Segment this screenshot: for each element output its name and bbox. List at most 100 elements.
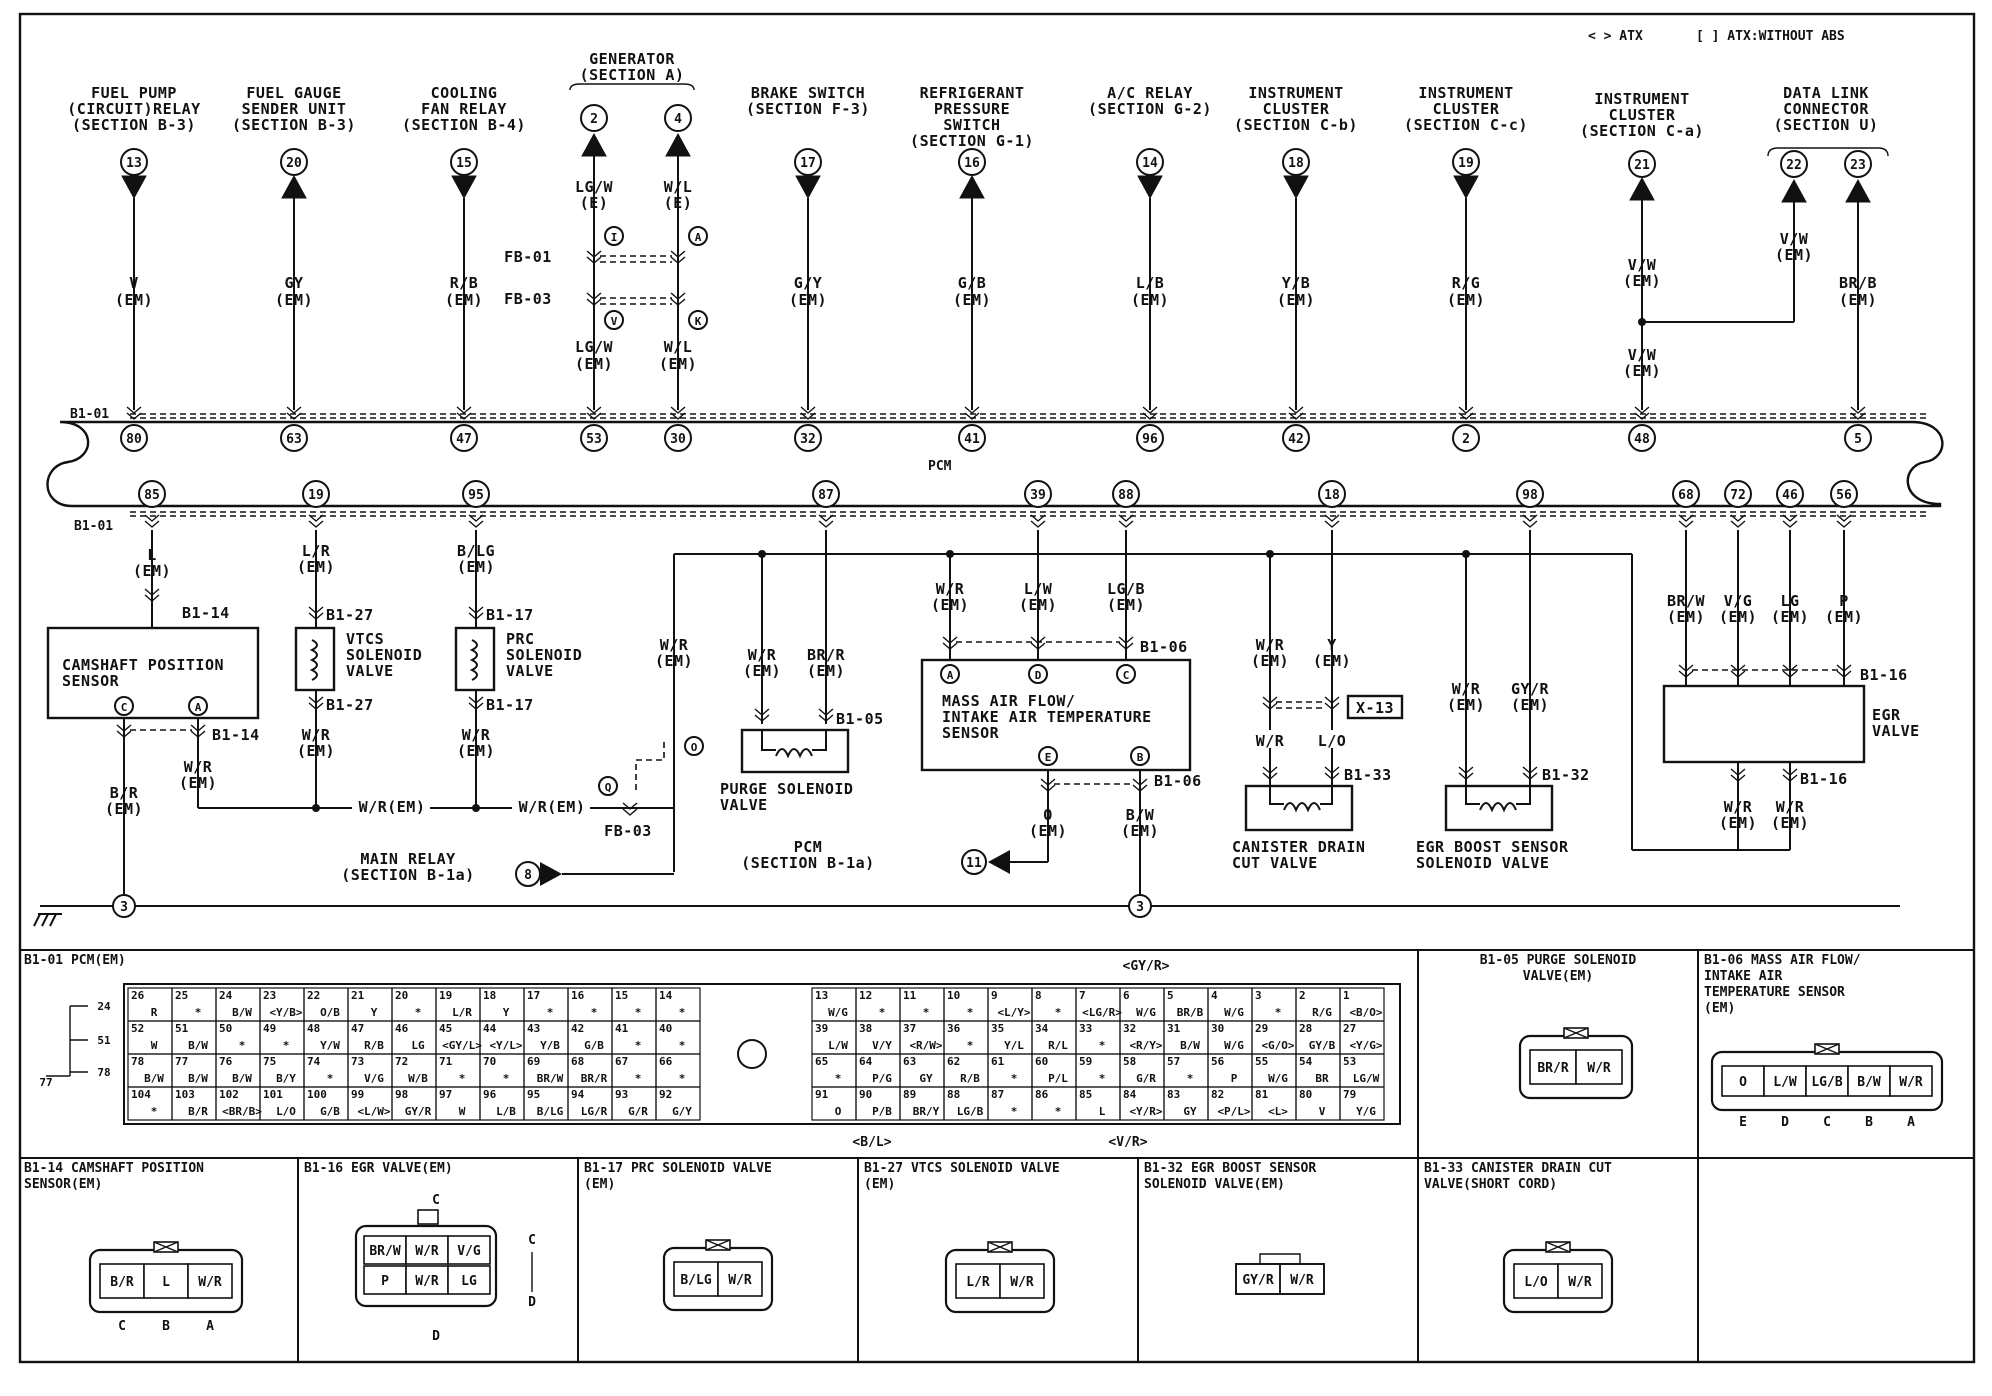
- pcm-pin-color: <L/W>: [357, 1105, 390, 1118]
- x13-box: [1346, 694, 1404, 720]
- component-label: SOLENOID VALVE: [1416, 854, 1549, 872]
- pcm-pin-number: 103: [175, 1088, 195, 1101]
- pcm-pin-number: 15: [615, 989, 628, 1002]
- page-ref-circle: [120, 148, 148, 176]
- connector-chevron: [308, 696, 324, 710]
- maf-connector-cell-color: L/W: [1773, 1075, 1797, 1090]
- pcm-pin: [138, 480, 166, 508]
- pcm-pin-number: 78: [131, 1055, 144, 1068]
- vtcs-connector-cell-color: L/R: [966, 1275, 990, 1290]
- pcm-pin-number: 48: [307, 1022, 320, 1035]
- pcm-connector-chevron: [1142, 406, 1158, 420]
- splice-point: [472, 804, 480, 812]
- pcm-pin-number: 19: [308, 488, 324, 503]
- pcm-pin-color: P: [1231, 1072, 1238, 1085]
- destination-label: CLUSTER: [1609, 106, 1676, 124]
- pcm-pin-color: GY/R: [405, 1105, 432, 1118]
- wire-color: W/R: [1776, 798, 1805, 816]
- wire-color: V/W: [1780, 230, 1809, 248]
- pcm-pin: [1776, 480, 1804, 508]
- pcm-pin-color: <Y/R>: [1129, 1105, 1162, 1118]
- pcm-pin-number: 20: [395, 989, 408, 1002]
- wire-color: BR/W: [1667, 592, 1706, 610]
- pcm-pin-number: 10: [947, 989, 960, 1002]
- page-ref-circle-number: 20: [286, 156, 302, 171]
- pcm-pin-number: 95: [468, 488, 484, 503]
- wire-color: W/L: [664, 178, 693, 196]
- generator-bracket: [569, 83, 695, 91]
- page-ref-circle: [1844, 150, 1872, 178]
- signal-direction-arrow: [1629, 176, 1655, 201]
- pcm-pin-number: 3: [1255, 989, 1262, 1002]
- destination-label: (SECTION C-b): [1234, 116, 1358, 134]
- pcm-pin-color: *: [327, 1072, 334, 1085]
- side-pin: 77: [39, 1076, 52, 1089]
- terminal-tag-letter: I: [611, 231, 618, 244]
- pcm-pin-number: 37: [903, 1022, 916, 1035]
- destination-label: (SECTION B-1a): [341, 866, 474, 884]
- pcm-pin-number: 69: [527, 1055, 540, 1068]
- destination-label: SENDER UNIT: [242, 100, 347, 118]
- pcm-pin-color: *: [1011, 1072, 1018, 1085]
- connector-chevron: [1324, 696, 1340, 710]
- connector-chevron: [308, 606, 324, 620]
- wire-color: V/W: [1628, 346, 1657, 364]
- connector-title: TEMPERATURE SENSOR: [1704, 985, 1845, 1000]
- pcm-pin-number: 87: [991, 1088, 1004, 1101]
- connector-chevron: [670, 250, 686, 264]
- top-signal-circuits: FUEL PUMP(CIRCUIT)RELAY(SECTION B-3)13V(…: [67, 50, 1889, 452]
- pcm-pin-number: 70: [483, 1055, 496, 1068]
- egr-boost-connector-cell-color: GY/R: [1242, 1273, 1273, 1288]
- connector-chevron: [1782, 768, 1798, 782]
- harness-code: (EM): [1771, 814, 1809, 832]
- pcm-pin: [280, 424, 308, 452]
- harness-code: (EM): [179, 774, 217, 792]
- page-ref-circle-number: 8: [524, 868, 532, 883]
- harness-code: (EM): [1447, 696, 1485, 714]
- pcm-pin-color: *: [679, 1006, 686, 1019]
- egr-connector-cell-color: W/R: [415, 1244, 439, 1259]
- harness-code: (EM): [445, 291, 483, 309]
- pcm-pin-number: 2: [1299, 989, 1306, 1002]
- harness-code: (EM): [1825, 608, 1863, 626]
- pcm-connector-chevron: [456, 406, 472, 420]
- label-bg: [352, 796, 430, 816]
- pcm-pin-number: 62: [947, 1055, 960, 1068]
- connector-id: B1-27: [326, 696, 374, 714]
- pcm-connector-chevron: [144, 514, 160, 528]
- component-label: SENSOR: [62, 672, 120, 690]
- bus-label: W/R(EM): [359, 798, 426, 816]
- wire-color: V/W: [1628, 256, 1657, 274]
- pcm-pin-color: <R/Y>: [1129, 1039, 1162, 1052]
- pcm-pin-number: 26: [131, 989, 145, 1002]
- destination-label: REFRIGERANT: [920, 84, 1025, 102]
- connector-id: B1-17: [486, 606, 534, 624]
- pcm-pin-number: 24: [219, 989, 233, 1002]
- pcm-pin-number: 97: [439, 1088, 452, 1101]
- generator-arrow: [665, 132, 691, 157]
- pcm-pin-color: *: [635, 1006, 642, 1019]
- cmp-connector-cell: [187, 1263, 233, 1299]
- connector-title: (EM): [584, 1177, 615, 1192]
- pcm-connector-chevron: [1030, 514, 1046, 528]
- pcm-pin-number: 84: [1123, 1088, 1137, 1101]
- harness-code: (EM): [1029, 822, 1067, 840]
- pcm-pin-color: *: [195, 1006, 202, 1019]
- destination-label: BRAKE SWITCH: [751, 84, 865, 102]
- pcm-pin: [664, 424, 692, 452]
- pcm-pin-number: 60: [1035, 1055, 1048, 1068]
- connector-chevron: [1262, 766, 1278, 780]
- page-ref-circle-number: 19: [1458, 156, 1474, 171]
- page-ref-circle-number: 16: [964, 156, 980, 171]
- pcm-pin-number: 67: [615, 1055, 628, 1068]
- pcm-pin-color: <G/O>: [1261, 1039, 1294, 1052]
- wire-color: L/W: [1024, 580, 1053, 598]
- legend-atx: < > ATX: [1588, 29, 1643, 44]
- pcm-pin-color: W/G: [1136, 1006, 1156, 1019]
- pcm-pin-color: R/B: [960, 1072, 980, 1085]
- maf-connector-latch-cross: [1814, 1043, 1840, 1055]
- pcm-pin-color: *: [1011, 1105, 1018, 1118]
- egr-connector-cell-color: V/G: [457, 1244, 481, 1259]
- pcm-pin-color: L: [1099, 1105, 1106, 1118]
- component-label: SENSOR: [942, 724, 1000, 742]
